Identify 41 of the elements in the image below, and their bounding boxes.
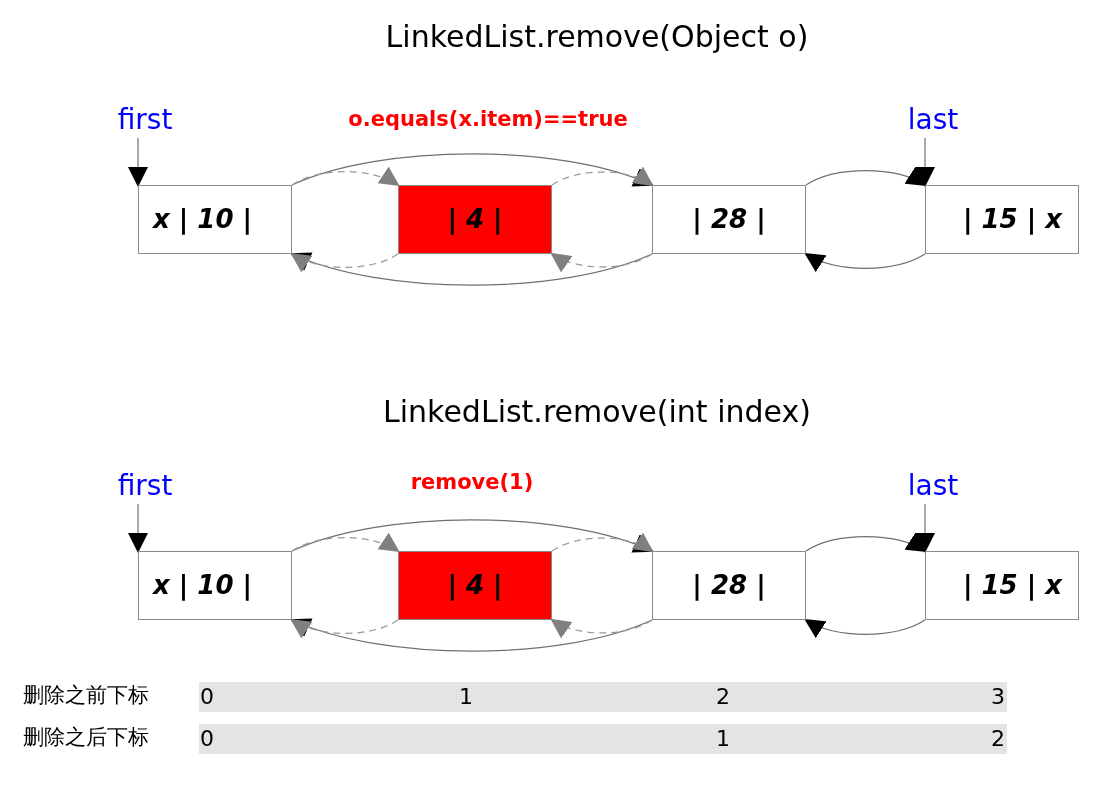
pointer-label: last (899, 468, 967, 504)
arrow (290, 619, 399, 638)
arrow (804, 253, 926, 272)
pointer-label: first (110, 102, 180, 138)
row-label: 删除之后下标 (23, 724, 149, 751)
list-node-box: | 15 | x (925, 551, 1079, 620)
list-node-box: | 28 | (652, 185, 806, 254)
index-number: 2 (991, 725, 1005, 753)
arrow (291, 167, 400, 186)
arrow (551, 533, 654, 552)
pointer-label: first (110, 468, 180, 504)
arrow (551, 167, 654, 186)
condition-label: remove(1) (410, 469, 534, 496)
arrow (804, 619, 926, 638)
list-node-box: x | 10 | (138, 185, 292, 254)
index-number: 0 (200, 683, 214, 711)
arrow (915, 503, 935, 553)
heading: LinkedList.remove(Object o) (385, 18, 809, 56)
arrow (805, 533, 927, 552)
index-number: 0 (200, 725, 214, 753)
list-node-box: | 28 | (652, 551, 806, 620)
arrow (128, 137, 148, 187)
arrow (915, 137, 935, 187)
arrow (291, 533, 400, 552)
arrow (550, 619, 653, 638)
index-number: 3 (991, 683, 1005, 711)
pointer-label: last (899, 102, 967, 138)
list-node-box: x | 10 | (138, 551, 292, 620)
row-label: 删除之前下标 (23, 682, 149, 709)
arrow (550, 253, 653, 272)
index-number: 1 (716, 725, 730, 753)
index-number: 1 (459, 683, 473, 711)
index-number: 2 (716, 683, 730, 711)
condition-label: o.equals(x.item)==true (348, 106, 628, 133)
arrow (290, 253, 399, 272)
list-node-box: | 15 | x (925, 185, 1079, 254)
arrow (805, 167, 927, 186)
list-node-box: | 4 | (398, 185, 552, 254)
arrow (128, 503, 148, 553)
list-node-box: | 4 | (398, 551, 552, 620)
heading: LinkedList.remove(int index) (383, 393, 811, 431)
